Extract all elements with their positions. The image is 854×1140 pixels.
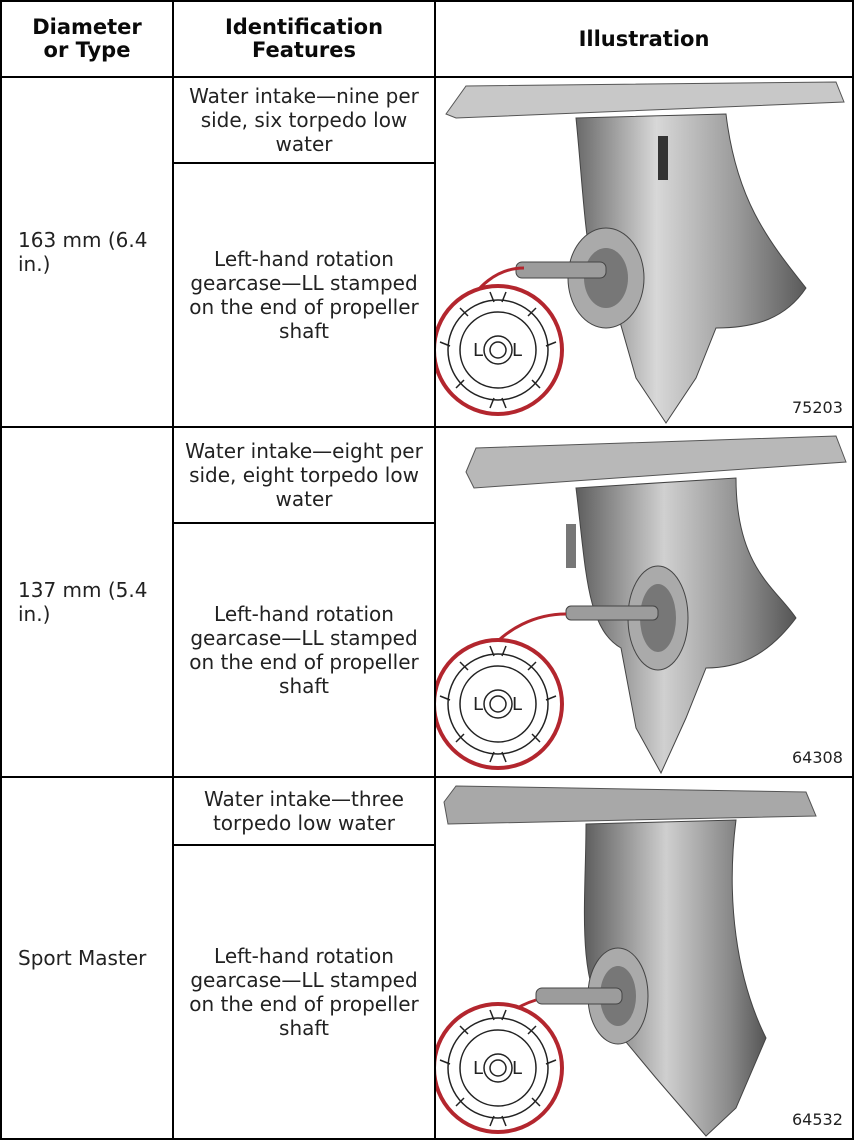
row3-rotation-text: Left-hand rotation gearcase—LL stamped o… xyxy=(189,944,419,1040)
row3-intake-text: Water intake—three torpedo low water xyxy=(204,787,404,835)
row2-diameter-text: 137 mm (5.4 in.) xyxy=(18,578,148,626)
ll-stamp-callout: L L xyxy=(436,1002,564,1134)
water-intake xyxy=(658,136,668,180)
table-border-right xyxy=(852,0,854,1140)
row2-rotation: Left-hand rotation gearcase—LL stamped o… xyxy=(174,524,434,776)
table-border-bottom xyxy=(0,1138,854,1140)
row1-rotation-text: Left-hand rotation gearcase—LL stamped o… xyxy=(189,247,419,343)
figure-number-2: 64308 xyxy=(792,748,843,767)
header-features-text: Identification Features xyxy=(224,15,384,62)
svg-text:L: L xyxy=(473,694,483,715)
svg-text:L: L xyxy=(512,694,522,715)
propeller-shaft xyxy=(565,605,659,621)
gearcase-illustration-2: L L xyxy=(436,435,847,775)
svg-text:L: L xyxy=(473,340,483,361)
row1-rotation: Left-hand rotation gearcase—LL stamped o… xyxy=(174,164,434,426)
col-divider-2 xyxy=(434,0,436,1140)
row-divider-1 xyxy=(0,426,854,428)
propeller-shaft xyxy=(535,987,623,1005)
row3-diameter: Sport Master xyxy=(2,778,172,1138)
header-diameter: Diameter or Type xyxy=(2,2,172,76)
ll-stamp-callout: L L xyxy=(436,638,564,770)
row2-rotation-text: Left-hand rotation gearcase—LL stamped o… xyxy=(189,602,419,698)
svg-text:L: L xyxy=(512,340,522,361)
header-diameter-text: Diameter or Type xyxy=(32,15,142,62)
row1-intake-text: Water intake—nine per side, six torpedo … xyxy=(189,84,419,156)
anti-cavitation-plate xyxy=(443,785,817,825)
row1-diameter-text: 163 mm (6.4 in.) xyxy=(18,228,148,276)
row3-rotation: Left-hand rotation gearcase—LL stamped o… xyxy=(174,846,434,1138)
header-divider xyxy=(0,76,854,78)
svg-text:L: L xyxy=(473,1058,483,1079)
row1-inner-divider xyxy=(174,162,436,164)
row2-intake: Water intake—eight per side, eight torpe… xyxy=(174,428,434,522)
header-features: Identification Features xyxy=(174,2,434,76)
row2-inner-divider xyxy=(174,522,436,524)
gearcase-body xyxy=(583,819,767,1137)
svg-text:L: L xyxy=(512,1058,522,1079)
table-border-left xyxy=(0,0,2,1140)
water-intake xyxy=(566,524,576,568)
gearcase-illustration-1: L L xyxy=(436,81,845,424)
row2-diameter: 137 mm (5.4 in.) xyxy=(2,428,172,776)
header-illustration: Illustration xyxy=(436,2,852,76)
propeller-shaft xyxy=(515,261,607,279)
figure-number-3: 64532 xyxy=(792,1110,843,1129)
row3-inner-divider xyxy=(174,844,436,846)
row3-intake: Water intake—three torpedo low water xyxy=(174,778,434,844)
ll-stamp-callout: L L xyxy=(436,284,564,416)
row-divider-2 xyxy=(0,776,854,778)
col-divider-1 xyxy=(172,0,174,1140)
row2-intake-text: Water intake—eight per side, eight torpe… xyxy=(185,439,423,511)
row1-intake: Water intake—nine per side, six torpedo … xyxy=(174,78,434,162)
anti-cavitation-plate xyxy=(465,435,847,489)
table-border-top xyxy=(0,0,854,2)
gearcase-illustration-3: L L xyxy=(436,785,817,1137)
anti-cavitation-plate xyxy=(445,81,845,119)
row3-diameter-text: Sport Master xyxy=(18,946,147,970)
row1-diameter: 163 mm (6.4 in.) xyxy=(2,78,172,426)
header-illustration-text: Illustration xyxy=(578,26,710,51)
figure-number-1: 75203 xyxy=(792,398,843,417)
